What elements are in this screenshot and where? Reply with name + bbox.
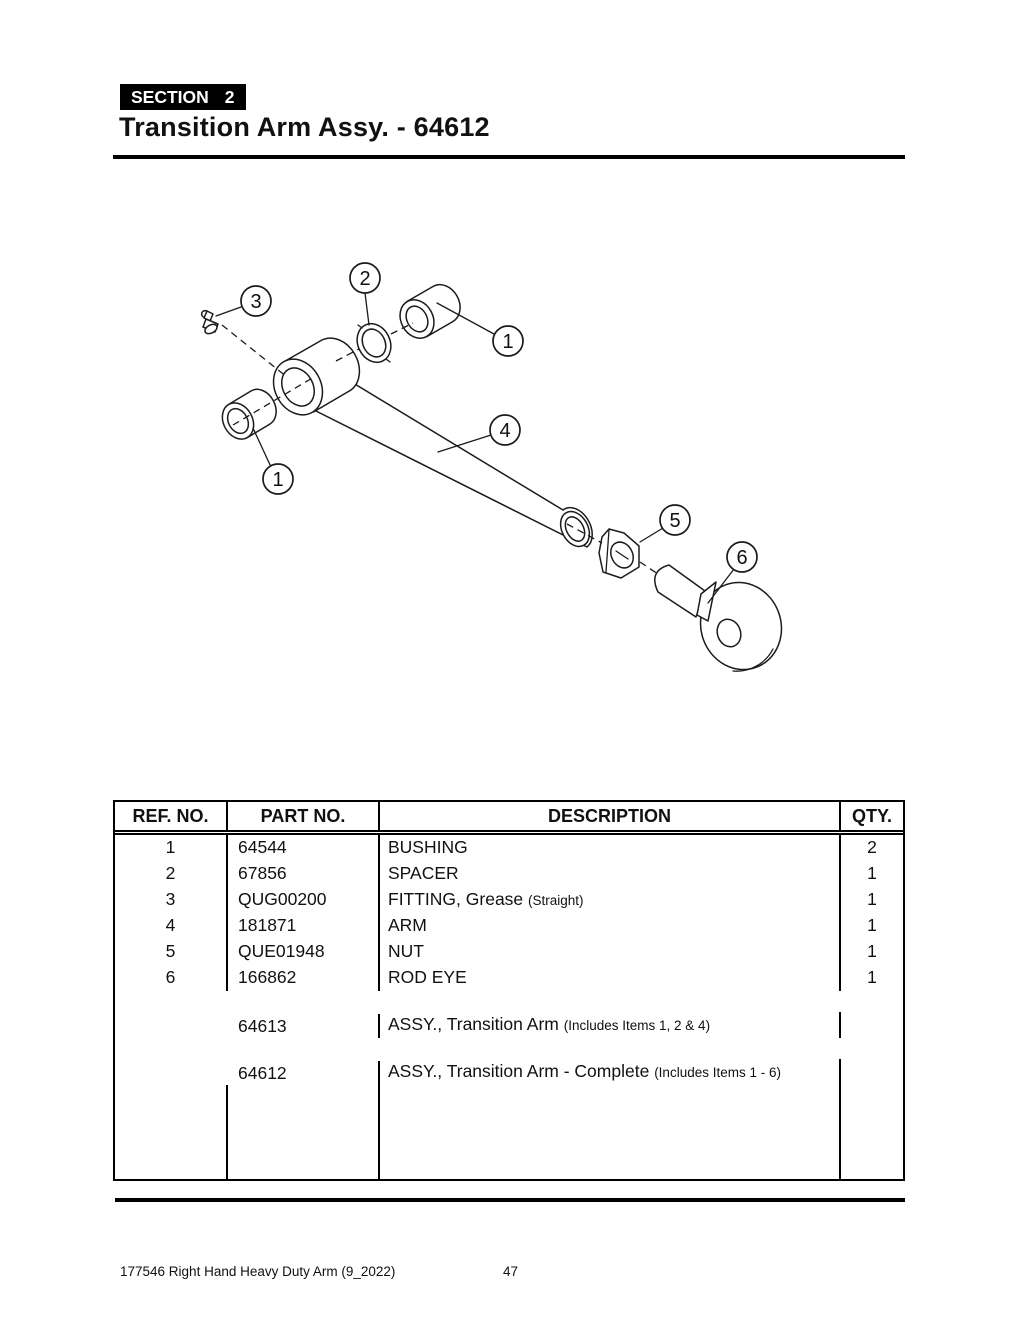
callout-4: 4	[489, 414, 521, 446]
cell-qty: 2	[867, 837, 877, 857]
desc-text: SPACER	[388, 863, 459, 883]
header-ref-no: REF. NO.	[115, 802, 228, 830]
cell-desc: ARM	[380, 913, 841, 939]
cell-desc: FITTING, Grease (Straight)	[380, 887, 841, 913]
cell-qty	[841, 1085, 903, 1179]
section-number: 2	[224, 86, 235, 107]
header-part-no: PART NO.	[228, 802, 380, 830]
cell-ref: 1	[115, 835, 228, 861]
table-row: 1 64544 BUSHING 2	[115, 835, 903, 861]
table-row: 4 181871 ARM 1	[115, 913, 903, 939]
desc-text: BUSHING	[388, 837, 468, 857]
parts-table: REF. NO. PART NO. DESCRIPTION QTY. 1 645…	[113, 800, 905, 1181]
callout-6-label: 6	[736, 547, 747, 569]
rod-eye-part	[654, 564, 783, 672]
callout-3-label: 3	[250, 291, 261, 313]
diagram-svg: 3 2 1 1 4 5 6	[200, 262, 783, 672]
cell-part: QUE01948	[228, 939, 380, 965]
cell-desc	[380, 1085, 841, 1179]
cell-part: QUG00200	[228, 887, 380, 913]
callout-4-label: 4	[499, 420, 510, 442]
cell-qty: 1	[867, 915, 877, 935]
nut-part	[598, 528, 640, 579]
cell-part: 67856	[228, 861, 380, 887]
desc-text: ROD EYE	[388, 967, 467, 987]
callout-5-label: 5	[669, 510, 680, 532]
cell-ref: 5	[115, 939, 228, 965]
desc-note: (Includes Items 1, 2 & 4)	[563, 1018, 711, 1033]
cell-part: 64613	[228, 1014, 380, 1038]
cell-desc: NUT	[380, 939, 841, 965]
footer-document-id: 177546 Right Hand Heavy Duty Arm (9_2022…	[120, 1264, 396, 1279]
table-row: 2 67856 SPACER 1	[115, 861, 903, 887]
page-title: Transition Arm Assy. - 64612	[119, 112, 490, 142]
cell-ref	[115, 1085, 228, 1179]
desc-text: ASSY., Transition Arm	[388, 1014, 559, 1034]
callout-6: 6	[726, 541, 758, 573]
cell-part: 64612	[228, 1061, 380, 1085]
table-filler-row	[115, 1085, 903, 1179]
table-row-assembly: 64612 ASSY., Transition Arm - Complete (…	[115, 1038, 903, 1085]
cell-part: 64544	[228, 835, 380, 861]
table-header-row: REF. NO. PART NO. DESCRIPTION QTY.	[115, 802, 903, 835]
callout-1-bottom: 1	[262, 463, 294, 495]
bushing-top-part	[399, 283, 461, 339]
cell-part: 166862	[228, 965, 380, 991]
desc-text: FITTING, Grease	[388, 889, 524, 909]
callout-2: 2	[349, 262, 381, 294]
cell-desc: ROD EYE	[380, 965, 841, 991]
table-row: 5 QUE01948 NUT 1	[115, 939, 903, 965]
header-qty: QTY.	[851, 805, 892, 826]
callout-1-bottom-label: 1	[272, 469, 283, 491]
grease-fitting-part	[200, 309, 219, 335]
cell-qty: 1	[867, 967, 877, 987]
bushing-bottom-part	[221, 388, 277, 440]
cell-desc: BUSHING	[380, 835, 841, 861]
cell-desc: SPACER	[380, 861, 841, 887]
cell-ref: 3	[115, 887, 228, 913]
cell-ref: 2	[115, 861, 228, 887]
callout-5: 5	[659, 504, 691, 536]
arm-part	[309, 371, 593, 548]
cell-part	[228, 1085, 380, 1179]
bottom-rule	[115, 1198, 905, 1202]
cell-ref: 6	[115, 965, 228, 991]
cell-part: 181871	[228, 913, 380, 939]
callout-3: 3	[240, 285, 272, 317]
cell-qty: 1	[867, 863, 877, 883]
desc-text: ASSY., Transition Arm - Complete	[388, 1061, 650, 1081]
centerlines	[221, 322, 659, 575]
exploded-view-diagram: 3 2 1 1 4 5 6	[0, 230, 1024, 700]
cell-qty: 1	[867, 889, 877, 909]
callout-1-top-label: 1	[502, 331, 513, 353]
callout-2-label: 2	[359, 268, 370, 290]
callout-1-top: 1	[492, 325, 524, 357]
desc-text: ARM	[388, 915, 427, 935]
footer-page-number: 47	[503, 1264, 519, 1279]
desc-note: (Straight)	[528, 893, 584, 908]
table-row-assembly: 64613 ASSY., Transition Arm (Includes It…	[115, 991, 903, 1038]
cell-qty: 1	[867, 941, 877, 961]
section-badge: SECTION 2	[120, 84, 246, 110]
section-label: SECTION	[131, 86, 209, 107]
leader-lines	[215, 292, 735, 604]
desc-note: (Includes Items 1 - 6)	[654, 1065, 781, 1080]
header-description: DESCRIPTION	[380, 802, 841, 830]
table-row: 6 166862 ROD EYE 1	[115, 965, 903, 991]
desc-text: NUT	[388, 941, 424, 961]
cell-desc: ASSY., Transition Arm (Includes Items 1,…	[380, 1012, 841, 1038]
title-rule	[113, 155, 905, 159]
cell-ref: 4	[115, 913, 228, 939]
cell-desc: ASSY., Transition Arm - Complete (Includ…	[380, 1059, 841, 1085]
spacer-part	[356, 322, 392, 364]
table-row: 3 QUG00200 FITTING, Grease (Straight) 1	[115, 887, 903, 913]
